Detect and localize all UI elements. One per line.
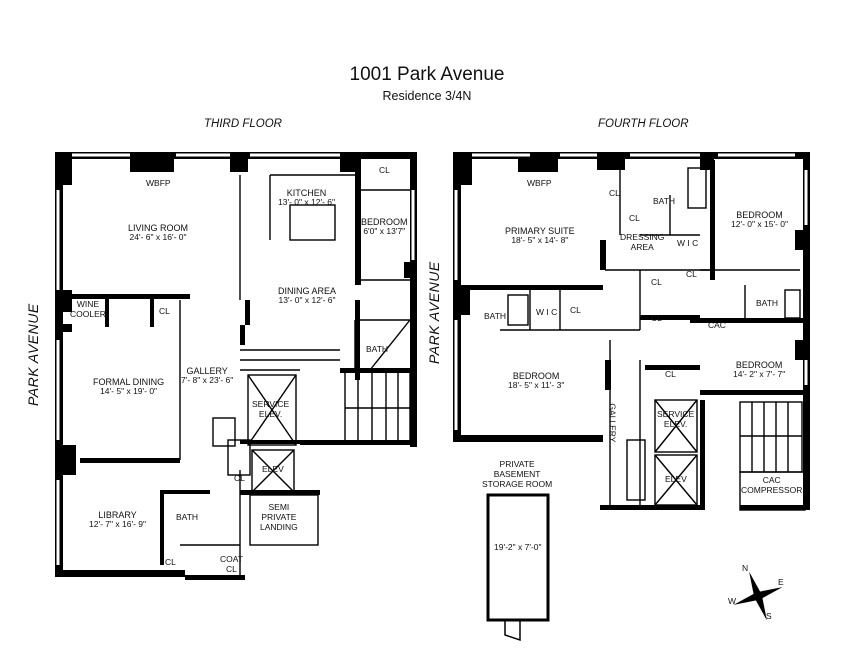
stairs-3f: [344, 371, 411, 445]
closet-nw: CL: [570, 305, 581, 315]
compass-n: N: [742, 563, 749, 573]
closet-dressing: CL: [629, 213, 640, 223]
closet-dining: CL: [159, 306, 170, 316]
wic-dressing: W I C: [677, 238, 699, 248]
compass-e: E: [778, 577, 784, 587]
semi-private-landing: SEMI PRIVATE LANDING: [260, 502, 298, 532]
bath-4f-ne: BATH: [756, 298, 779, 308]
wall-4f-left: [453, 152, 461, 442]
plan-subtitle: Residence 3/4N: [382, 89, 472, 103]
plan-title: 1001 Park Avenue: [349, 64, 505, 85]
closet-library: CL: [165, 557, 176, 567]
closet-gallery: CL: [665, 369, 676, 379]
closet-hall: CL: [651, 313, 662, 323]
bath-4f-nw: BATH: [484, 311, 507, 321]
storage-room: [486, 493, 550, 622]
third-floor-label: THIRD FLOOR: [204, 118, 282, 130]
wine-cooler: WINE COOLER: [70, 299, 106, 319]
service-elev-4f: [654, 399, 698, 453]
closet-suite: CL: [609, 188, 620, 198]
bath-3f-right: BATH: [366, 344, 389, 354]
street-label-left: PARK AVENUE: [24, 303, 41, 407]
compass-s: S: [766, 611, 772, 621]
storage-room-dim: 19'-2" x 7'-0": [494, 542, 542, 552]
fireplace-4f: [518, 158, 558, 172]
wbfp-3f: WBFP: [146, 178, 171, 188]
wall-3f-bottom-left: [55, 570, 185, 577]
closet-ne: CL: [686, 269, 697, 279]
closet-kitchen: CL: [379, 165, 390, 175]
fireplace-3f: [138, 158, 174, 172]
elev-3f: [251, 449, 295, 493]
service-elev-label-4f: SERVICE ELEV.: [657, 409, 695, 429]
bath-4f-top: BATH: [653, 196, 676, 206]
cac-compressor: CAC COMPRESSOR: [741, 475, 803, 495]
closet-mid: CL: [651, 277, 662, 287]
bath-library: BATH: [176, 512, 199, 522]
stairs-4f: [739, 401, 803, 473]
fourth-floor-label: FOURTH FLOOR: [598, 118, 689, 130]
closet-elev: CL: [234, 473, 245, 483]
compass-icon: [733, 571, 783, 621]
wic-nw: W I C: [536, 307, 558, 317]
gallery-4f: GALLERY: [607, 403, 618, 443]
elev-label-4f: ELEV: [665, 474, 687, 484]
wbfp-4f: WBFP: [527, 178, 552, 188]
dressing-area: DRESSING AREA: [620, 232, 665, 252]
wall-3f-right: [410, 152, 417, 447]
storage-room-label: PRIVATE BASEMENT STORAGE ROOM: [482, 459, 553, 489]
elev-label-3f: ELEV: [262, 464, 284, 474]
coat-closet: COAT CL: [220, 554, 243, 574]
wall-3f-top-right: [355, 152, 415, 159]
wall-3f-bottom-mid: [185, 575, 245, 580]
service-elev-3f: [247, 374, 297, 446]
cac-label: CAC: [708, 320, 726, 330]
wall-4f-right: [803, 152, 810, 510]
street-label-middle: PARK AVENUE: [425, 261, 442, 365]
compass-w: W: [728, 596, 737, 606]
kitchen-island: [289, 204, 336, 241]
service-elev-label-3f: SERVICE ELEV.: [252, 399, 290, 419]
elev-4f: [654, 454, 698, 506]
